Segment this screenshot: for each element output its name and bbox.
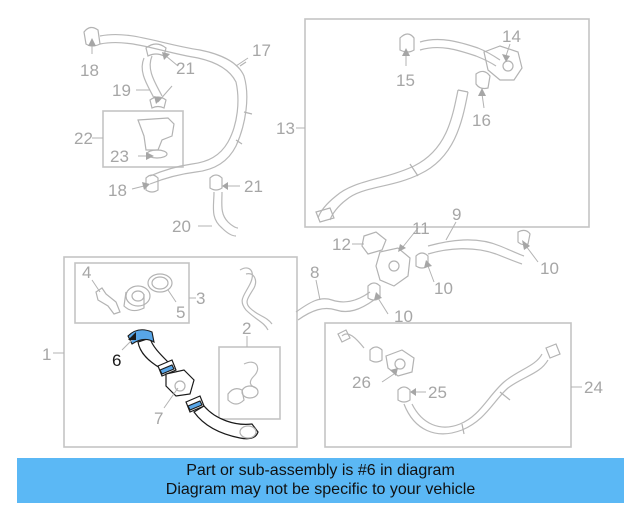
assembly-box-2	[218, 346, 281, 420]
assembly-box-22	[102, 110, 184, 168]
label-15: 15	[396, 71, 415, 90]
info-banner: Part or sub-assembly is #6 in diagram Di…	[17, 458, 624, 503]
assembly-box-3	[74, 262, 190, 324]
assembly-box-1	[63, 256, 298, 448]
label-25: 25	[428, 383, 447, 402]
leaders-box-1	[121, 332, 248, 409]
label-20: 20	[172, 217, 191, 236]
leaders-box-24	[381, 368, 582, 396]
label-11: 11	[412, 219, 430, 238]
leaders-middle-right	[315, 221, 539, 315]
label-23: 23	[110, 147, 129, 166]
highlighted-part-6	[127, 329, 155, 345]
label-26: 26	[352, 373, 371, 392]
label-3: 3	[196, 289, 205, 308]
upper-left-hoses	[83, 26, 253, 237]
leaders-upper-left	[88, 38, 249, 227]
label-16: 16	[472, 111, 491, 130]
box-2-parts	[227, 361, 259, 405]
banner-line-2: Diagram may not be specific to your vehi…	[165, 481, 476, 498]
label-13: 13	[276, 119, 295, 138]
label-9: 9	[452, 205, 461, 224]
assembly-box-13	[304, 18, 590, 228]
label-19: 19	[112, 81, 131, 100]
label-7: 7	[154, 409, 163, 428]
label-18-bottom: 18	[108, 181, 127, 200]
label-5: 5	[176, 303, 185, 322]
label-12: 12	[332, 235, 351, 254]
label-24: 24	[584, 378, 603, 397]
label-2: 2	[242, 319, 251, 338]
part-labels: 18 21 19 17 22 23 18 21 20 13 14 15 16 1…	[42, 27, 603, 428]
label-10-right: 10	[540, 259, 559, 278]
label-22: 22	[74, 129, 93, 148]
label-10-middle: 10	[434, 279, 453, 298]
box-3-parts	[95, 273, 173, 315]
label-21-top: 21	[176, 59, 195, 78]
label-14: 14	[502, 27, 521, 46]
label-17: 17	[252, 41, 271, 60]
label-18-top: 18	[80, 61, 99, 80]
banner-line-1: Part or sub-assembly is #6 in diagram	[186, 462, 455, 479]
label-21-bottom: 21	[244, 177, 263, 196]
box-1-parts	[127, 267, 273, 440]
label-1: 1	[42, 345, 51, 364]
label-4: 4	[82, 263, 91, 282]
label-8: 8	[310, 263, 319, 282]
box-13-parts	[315, 33, 523, 223]
assembly-box-24	[324, 322, 572, 448]
box-24-parts	[337, 329, 561, 435]
leaders-box-13	[296, 43, 511, 129]
leaders-box-3	[53, 279, 196, 354]
label-6: 6	[112, 351, 121, 370]
label-10-lower: 10	[394, 307, 413, 326]
